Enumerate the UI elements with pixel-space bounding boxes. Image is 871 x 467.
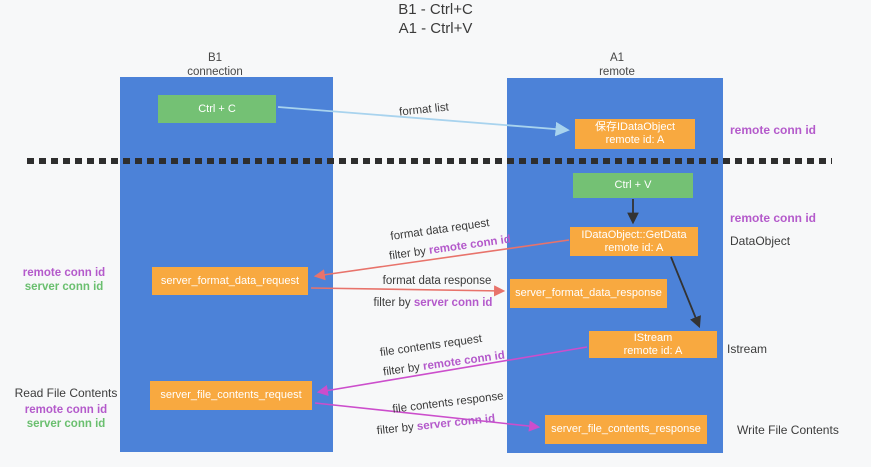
- filter-by-text: filter by: [388, 245, 427, 263]
- remote-conn-id-annotation-mid: remote conn id: [730, 211, 817, 225]
- server-conn-id-annotation-left: server conn id: [24, 281, 104, 293]
- server-format-data-response-box: server_format_data_response: [510, 279, 667, 308]
- istream-annotation: Istream: [727, 342, 768, 356]
- server-conn-id-term: server conn id: [413, 297, 493, 309]
- left-column-role: connection: [187, 66, 243, 78]
- ctrl-c-label: Ctrl + C: [198, 102, 236, 115]
- server-file-contents-request-box: server_file_contents_request: [150, 381, 312, 410]
- server-format-data-request-box: server_format_data_request: [152, 267, 308, 295]
- istream-line2: remote id: A: [623, 344, 683, 357]
- diagram-title: B1 - Ctrl+C A1 - Ctrl+V: [0, 0, 871, 38]
- dataobject-annotation: DataObject: [730, 234, 791, 248]
- right-column-header: A1 remote: [557, 51, 677, 79]
- remote-conn-id-annotation-bottom-left: remote conn id: [24, 404, 108, 416]
- server-file-contents-response-box: server_file_contents_response: [545, 415, 707, 444]
- read-file-contents-annotation: Read File Contents: [14, 386, 118, 400]
- ctrl-v-box: Ctrl + V: [573, 173, 693, 198]
- filter-by-text: filter by: [373, 297, 411, 309]
- getdata-line2: remote id: A: [604, 241, 664, 254]
- ctrl-c-box: Ctrl + C: [158, 95, 276, 123]
- server-file-contents-response-label: server_file_contents_response: [551, 423, 701, 435]
- server-format-data-response-label: server_format_data_response: [515, 287, 662, 299]
- format-data-response-arrow: [310, 285, 506, 297]
- left-column-name: B1: [207, 52, 223, 64]
- server-conn-id-term: server conn id: [416, 412, 496, 433]
- idataobject-getdata-box: IDataObject::GetData remote id: A: [570, 227, 698, 256]
- filter-by-text: filter by: [376, 421, 415, 438]
- remote-conn-id-term: remote conn id: [428, 233, 512, 257]
- save-idataobject-line1: 保存IDataObject: [594, 121, 676, 133]
- save-idataobject-line2: remote id: A: [605, 134, 665, 146]
- save-idataobject-box: 保存IDataObject remote id: A: [575, 119, 695, 149]
- remote-conn-id-annotation-top: remote conn id: [730, 123, 817, 137]
- write-file-contents-annotation: Write File Contents: [737, 423, 839, 437]
- right-column-role: remote: [599, 66, 635, 78]
- title-line-1: B1 - Ctrl+C: [398, 1, 473, 18]
- read-file-contents-group: Read File Contents remote conn id server…: [10, 386, 122, 431]
- remote-conn-id-term: remote conn id: [422, 349, 506, 373]
- filter-by-text: filter by: [382, 361, 421, 379]
- getdata-line1: IDataObject::GetData: [581, 228, 687, 241]
- format-list-label: format list: [398, 101, 450, 119]
- ctrl-v-label: Ctrl + V: [614, 179, 652, 191]
- left-column-header: B1 connection: [155, 51, 275, 79]
- server-format-data-request-label: server_format_data_request: [160, 274, 300, 287]
- format-data-response-label: format data response: [382, 275, 492, 287]
- server-file-contents-request-label: server_file_contents_request: [160, 389, 302, 401]
- filter-by-server-conn-id-label-1: filter by server conn id: [374, 297, 493, 309]
- clipboard-boundary-dashed-line: [27, 158, 832, 164]
- istream-line1: IStream: [633, 331, 673, 344]
- file-contents-response-label: file contents response: [391, 390, 505, 416]
- istream-box: IStream remote id: A: [589, 331, 717, 358]
- server-conn-id-annotation-bottom-left: server conn id: [26, 418, 106, 430]
- remote-conn-id-annotation-left: remote conn id: [22, 267, 106, 279]
- title-line-2: A1 - Ctrl+V: [398, 20, 473, 37]
- left-conn-id-group: remote conn id server conn id: [14, 266, 114, 294]
- filter-by-server-conn-id-label-2: filter by server conn id: [376, 413, 496, 437]
- right-column-name: A1: [609, 52, 625, 64]
